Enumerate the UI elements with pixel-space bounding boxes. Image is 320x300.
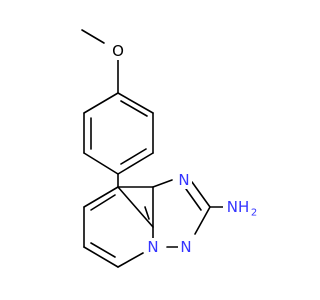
bond	[152, 179, 173, 188]
triazole-ring	[117, 179, 211, 248]
double-bond-inner	[120, 148, 147, 165]
double-bond-inner	[120, 100, 148, 117]
nitrogen-label: N	[178, 171, 189, 189]
bond	[83, 186, 119, 208]
bond	[83, 92, 119, 114]
bond	[117, 186, 154, 228]
bond	[83, 152, 119, 175]
nitrogen-label: N	[147, 238, 158, 256]
double-bond-inner	[185, 188, 202, 211]
bond	[194, 206, 211, 235]
double-bond-inner	[90, 194, 116, 211]
double-bond-inner	[144, 206, 150, 220]
bond	[117, 152, 154, 175]
bond	[117, 92, 154, 114]
atom-label-triazole-n-lower: N	[178, 238, 194, 256]
bond	[117, 252, 144, 268]
phenyl-ring	[83, 92, 154, 175]
amine-label: NH	[227, 198, 250, 216]
oxygen-label: O	[112, 42, 124, 60]
pyridine-ring	[83, 186, 154, 268]
bond-methyl-oxygen	[81, 29, 105, 44]
atom-label-methoxy-oxygen: O	[110, 42, 126, 60]
amine-subscript: 2	[251, 208, 257, 219]
atom-label-triazole-n-upper: N	[176, 171, 192, 189]
nitrogen-label: N	[180, 238, 191, 256]
chemical-structure-diagram: O N N N NH 2	[81, 29, 257, 268]
double-bond-inner	[90, 242, 116, 258]
bond	[83, 246, 119, 268]
bond	[191, 181, 211, 208]
atom-label-amine: NH 2	[223, 197, 257, 219]
atom-label-bridgehead-n: N	[145, 238, 161, 256]
